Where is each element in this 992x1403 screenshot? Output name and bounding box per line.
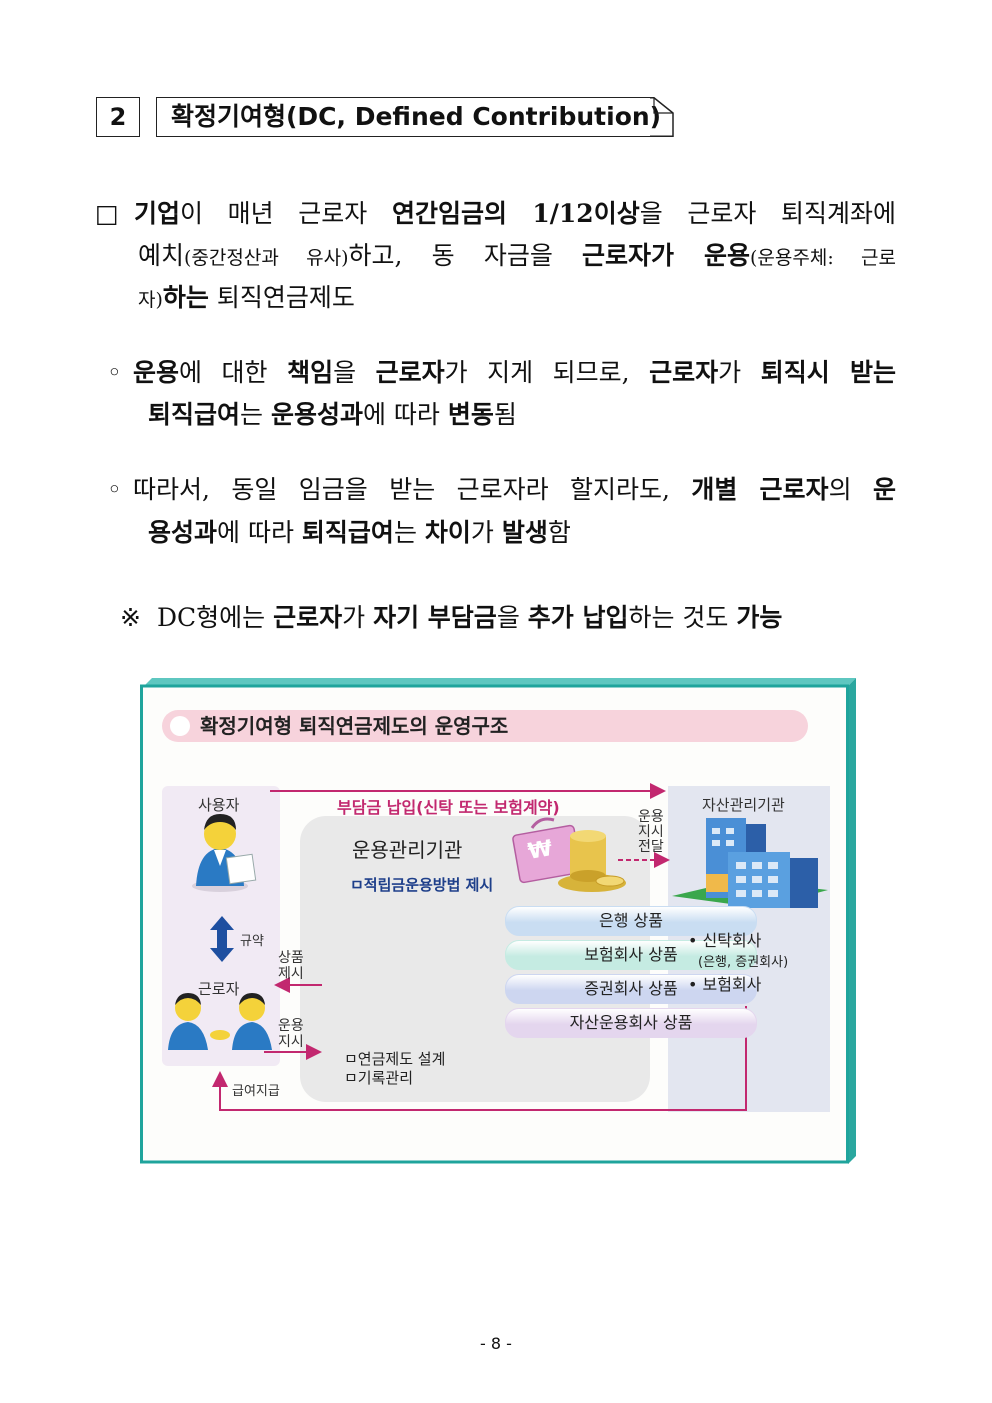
- section-number: 2: [96, 97, 140, 137]
- diagram-arrows: [168, 783, 828, 1111]
- text-run: 하고, 동 자금을: [348, 241, 583, 270]
- product-bank: 은행 상품: [505, 906, 757, 936]
- text-run: 따라서, 동일 임금을 받는 근로자라 할지라도,: [133, 475, 692, 504]
- buildings-icon: [672, 818, 828, 908]
- main-bullet-line3: 자)하는 퇴직연금제도: [138, 277, 355, 321]
- text-run: (운용주체: 근로: [750, 247, 896, 269]
- text-run: 의: [828, 475, 873, 504]
- text-run: 변동: [447, 400, 494, 429]
- text-run: 근로자: [273, 603, 343, 632]
- text-run: 개별 근로자: [691, 475, 829, 504]
- text-run: 가 지게 되므로,: [444, 358, 650, 387]
- sub-bullet1-line2: 퇴직급여는 운용성과에 따라 변동됨: [148, 394, 517, 436]
- text-run: 퇴직급여: [148, 400, 241, 429]
- text-run: 에 따라: [362, 400, 448, 429]
- text-run: 근로자: [649, 358, 719, 387]
- dc-structure-diagram: 확정기여형 퇴직연금제도의 운영구조: [140, 678, 856, 1164]
- won-symbol: ₩: [526, 836, 555, 865]
- text-run: 연간임금의 1/12이상: [391, 199, 640, 228]
- asset-org-label: 자산관리기관: [702, 796, 785, 814]
- text-run: (중간정산과 유사): [184, 247, 349, 269]
- text-run: 가: [342, 603, 374, 632]
- sub-bullet-marker: ◦: [107, 358, 122, 387]
- text-run: 을 근로자 퇴직계좌에: [639, 199, 896, 228]
- text-run: 가능: [736, 603, 783, 632]
- money-bag-coins-icon: [512, 817, 626, 892]
- employer-person-icon: [192, 814, 257, 892]
- text-run: 추가 납입: [527, 603, 629, 632]
- operation-instruct-label: 운용 지시: [278, 1018, 304, 1050]
- sub-bullet-marker: ◦: [107, 475, 122, 504]
- title-bullet-icon: [170, 716, 190, 736]
- text-run: 퇴직연금제도: [208, 283, 355, 312]
- text-run: 운: [872, 475, 896, 504]
- text-run: 함: [547, 518, 571, 547]
- text-run: 자): [138, 289, 163, 311]
- asset-types-list: • 신탁회사 (은행, 증권회사) • 보험회사: [688, 931, 789, 994]
- main-bullet-line2: 예치(중간정산과 유사)하고, 동 자금을 근로자가 운용(운용주체: 근로: [138, 235, 896, 279]
- workers-handshake-icon: [168, 993, 272, 1050]
- text-run: 책임: [287, 358, 334, 387]
- note-line: DC형에는 근로자가 자기 부담금을 추가 납입하는 것도 가능: [157, 597, 782, 639]
- text-run: 을: [496, 603, 528, 632]
- employer-label: 사용자: [198, 796, 240, 814]
- worker-label: 근로자: [198, 980, 240, 998]
- benefit-payment-label: 급여지급: [232, 1084, 280, 1099]
- text-run: 하는: [162, 283, 209, 312]
- sub-bullet2-line1: 따라서, 동일 임금을 받는 근로자라 할지라도, 개별 근로자의 운: [133, 469, 896, 511]
- title-fold-corner: [650, 97, 674, 137]
- suggest-method-label: ㅁ적립금운용방법 제시: [350, 876, 494, 894]
- text-run: 운용: [133, 358, 180, 387]
- agreement-label: 규약: [240, 934, 264, 949]
- text-run: 운용성과: [270, 400, 363, 429]
- text-run: 기업: [134, 199, 181, 228]
- text-run: 에 대한: [179, 358, 288, 387]
- text-run: 근로자: [375, 358, 445, 387]
- text-run: 는: [240, 400, 271, 429]
- text-run: 근로자가 운용: [582, 241, 751, 270]
- product-suggest-label: 상품 제시: [278, 950, 304, 982]
- text-run: DC형에는: [157, 603, 274, 632]
- text-run: 하는 것도: [628, 603, 737, 632]
- text-run: 예치: [138, 241, 185, 270]
- contribution-label: 부담금 납입(신탁 또는 보험계약): [337, 798, 560, 817]
- checkbox-marker: □: [95, 199, 119, 228]
- sub-bullet1-line1: 운용에 대한 책임을 근로자가 지게 되므로, 근로자가 퇴직시 받는: [133, 352, 896, 394]
- text-run: 을: [333, 358, 376, 387]
- sub-bullet2-line2: 용성과에 따라 퇴직급여는 차이가 발생함: [148, 512, 571, 554]
- instruction-transfer-label: 운용 지시 전달: [638, 809, 664, 855]
- product-securities: 증권회사 상품: [505, 974, 757, 1004]
- text-run: 용성과: [148, 518, 218, 547]
- text-run: 됨: [493, 400, 517, 429]
- section-title: 확정기여형(DC, Defined Contribution): [156, 97, 661, 137]
- diagram-title: 확정기여형 퇴직연금제도의 운영구조: [200, 714, 509, 738]
- main-bullet-line1: 기업이 매년 근로자 연간임금의 1/12이상을 근로자 퇴직계좌에: [134, 193, 896, 235]
- text-run: 는: [393, 518, 425, 547]
- operation-org-label: 운용관리기관: [352, 838, 463, 862]
- text-run: 차이: [424, 518, 471, 547]
- page-number: - 8 -: [480, 1334, 512, 1353]
- text-run: 이 매년 근로자: [180, 199, 392, 228]
- text-run: 발생: [501, 518, 548, 547]
- pension-admin-labels: ㅁ연금제도 설계 ㅁ기록관리: [344, 1050, 446, 1087]
- diagram-title-pill: [162, 710, 808, 742]
- note-marker: ※: [120, 603, 141, 632]
- text-run: 퇴직급여: [301, 518, 394, 547]
- product-insurance: 보험회사 상품: [505, 940, 757, 970]
- text-run: 에 따라: [217, 518, 302, 547]
- text-run: 퇴직시 받는: [760, 358, 896, 387]
- text-run: 가: [470, 518, 502, 547]
- text-run: 가: [718, 358, 761, 387]
- product-asset-management: 자산운용회사 상품: [505, 1008, 757, 1038]
- text-run: 자기 부담금: [373, 603, 497, 632]
